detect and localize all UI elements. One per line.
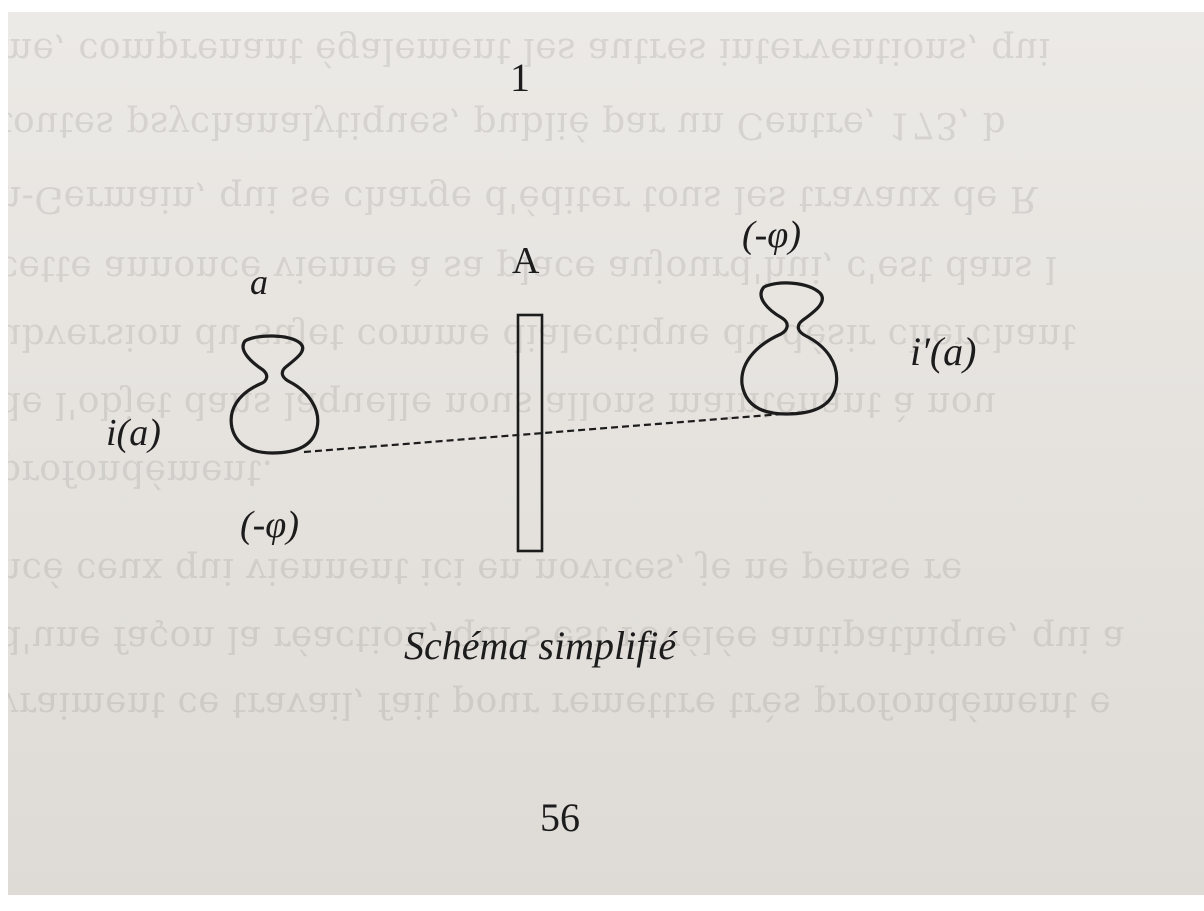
label-minus-phi-top: (-φ): [742, 214, 801, 256]
dashed-optical-line: [303, 410, 809, 454]
book-page: me, comprenant également les autres inte…: [8, 12, 1204, 895]
vase-right-icon: [740, 281, 839, 416]
label-a: a: [250, 262, 268, 302]
label-i-prime-a: i′(a): [910, 329, 977, 374]
label-minus-phi-bottom: (-φ): [240, 504, 299, 546]
figure-number: 1: [510, 55, 530, 100]
mirror-plane-A: [516, 313, 544, 553]
simplified-schema-diagram: [229, 281, 839, 553]
label-mirror-A: A: [512, 240, 540, 282]
page-number: 56: [540, 795, 580, 840]
label-i-a: i(a): [106, 412, 161, 454]
vase-left-icon: [229, 334, 320, 455]
figure-caption: Schéma simplifié: [404, 623, 677, 668]
